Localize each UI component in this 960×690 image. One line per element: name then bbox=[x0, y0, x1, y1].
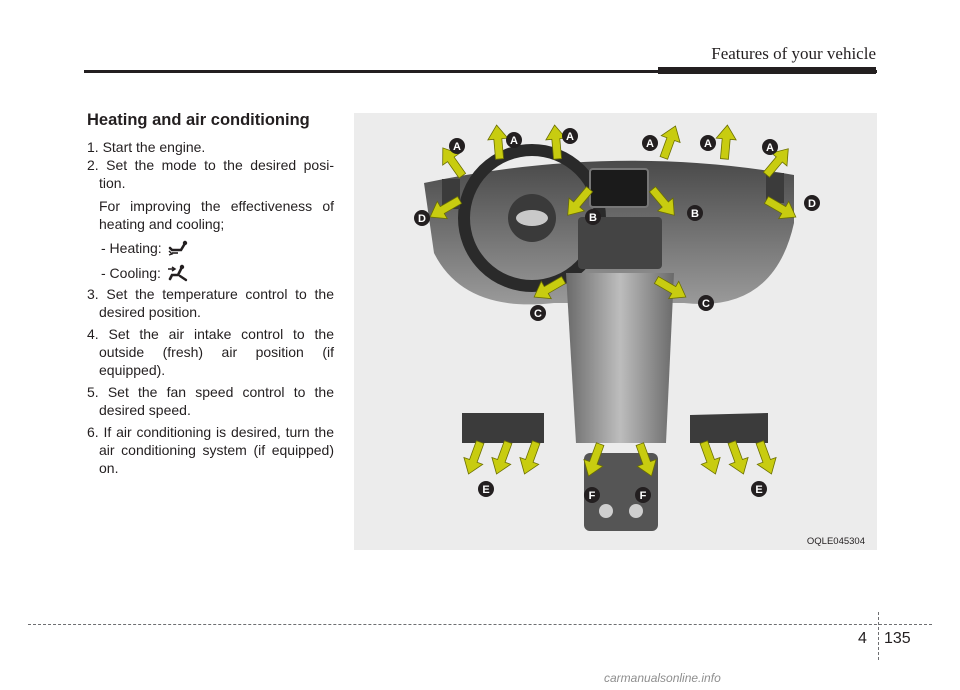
svg-text:E: E bbox=[755, 484, 762, 496]
vent-label-b-2: B bbox=[687, 205, 703, 221]
vent-label-c-2: C bbox=[698, 295, 714, 311]
dashboard-illustration: A A A A A A B B C C D D E E F F bbox=[414, 122, 820, 531]
center-console bbox=[566, 273, 674, 443]
svg-text:A: A bbox=[453, 141, 461, 153]
face-mode-icon bbox=[167, 264, 188, 282]
vent-label-e-1: E bbox=[478, 481, 494, 497]
cooling-mode-row: - Cooling: bbox=[87, 263, 334, 283]
step-2: 2. Set the mode to the desired posi-tion… bbox=[87, 157, 334, 191]
vent-label-a-1: A bbox=[449, 138, 465, 154]
section-title: Heating and air conditioning bbox=[87, 111, 310, 129]
vent-label-a-5: A bbox=[700, 135, 716, 151]
svg-text:E: E bbox=[482, 484, 489, 496]
heating-mode-row: - Heating: bbox=[87, 238, 334, 258]
step-4: 4. Set the air intake control to the out… bbox=[87, 326, 334, 378]
vent-label-f-1: F bbox=[584, 487, 600, 503]
watermark: carmanualsonline.info bbox=[604, 671, 721, 685]
step-1: 1. Start the engine. bbox=[87, 139, 206, 155]
floor-mode-icon bbox=[168, 240, 187, 256]
vent-label-a-4: A bbox=[642, 135, 658, 151]
svg-text:C: C bbox=[534, 308, 542, 320]
vent-label-b-1: B bbox=[585, 209, 601, 225]
svg-text:A: A bbox=[646, 138, 654, 150]
svg-text:B: B bbox=[691, 208, 699, 220]
footer-divider bbox=[878, 612, 879, 660]
vent-location-figure: A A A A A A B B C C D D E E F F OQLE0453… bbox=[354, 113, 877, 550]
vent-label-f-2: F bbox=[635, 487, 651, 503]
svg-text:C: C bbox=[702, 298, 710, 310]
svg-text:F: F bbox=[640, 490, 647, 502]
vent-label-a-2: A bbox=[506, 132, 522, 148]
instruction-list: 1. Start the engine. 2. Set the mode to … bbox=[87, 138, 334, 477]
rear-right-vent bbox=[690, 413, 768, 443]
center-display bbox=[589, 168, 649, 208]
header-rule-accent bbox=[658, 67, 876, 74]
svg-text:D: D bbox=[418, 213, 426, 225]
svg-text:D: D bbox=[808, 198, 816, 210]
center-stack bbox=[578, 217, 662, 269]
header-rule bbox=[84, 70, 877, 73]
heating-label: - Heating: bbox=[101, 240, 162, 256]
vent-label-c-1: C bbox=[530, 305, 546, 321]
footer-rule bbox=[28, 624, 932, 625]
svg-text:A: A bbox=[704, 138, 712, 150]
svg-text:F: F bbox=[589, 490, 596, 502]
vent-label-d-2: D bbox=[804, 195, 820, 211]
step-5: 5. Set the fan speed control to the desi… bbox=[87, 384, 334, 418]
page-number: 135 bbox=[884, 630, 911, 647]
svg-text:A: A bbox=[510, 135, 518, 147]
vent-label-d-1: D bbox=[414, 210, 430, 226]
chapter-number: 4 bbox=[858, 630, 867, 647]
vent-label-a-6: A bbox=[762, 139, 778, 155]
figure-code: OQLE045304 bbox=[806, 536, 865, 547]
cooling-label: - Cooling: bbox=[101, 265, 161, 281]
vent-label-a-3: A bbox=[562, 128, 578, 144]
step-2-note: For improving the effectiveness of heati… bbox=[99, 198, 334, 232]
running-header: Features of your vehicle bbox=[711, 44, 876, 63]
svg-text:A: A bbox=[766, 142, 774, 154]
vent-label-e-2: E bbox=[751, 481, 767, 497]
svg-text:A: A bbox=[566, 131, 574, 143]
step-3: 3. Set the temperature control to the de… bbox=[87, 286, 334, 320]
step-6: 6. If air conditioning is desired, turn … bbox=[87, 424, 334, 476]
rear-left-vent bbox=[462, 413, 544, 443]
svg-text:B: B bbox=[589, 212, 597, 224]
